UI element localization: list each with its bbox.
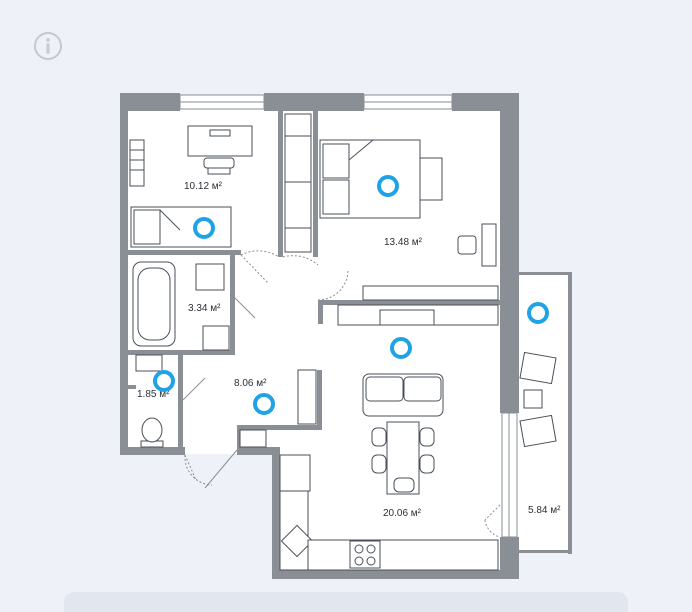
desk bbox=[187, 125, 253, 175]
room-area-bathroom: 3.34 м² bbox=[188, 303, 221, 314]
hotspot-toilet[interactable] bbox=[153, 370, 175, 392]
storage-shelf bbox=[337, 285, 499, 326]
sofa bbox=[362, 373, 444, 417]
toilet-bowl bbox=[140, 417, 164, 448]
doors bbox=[182, 250, 501, 538]
hotspot-hallway[interactable] bbox=[253, 393, 275, 415]
radiator bbox=[129, 139, 145, 187]
room-area-hallway: 8.06 м² bbox=[234, 378, 267, 389]
balcony-furniture bbox=[519, 351, 557, 448]
hotspot-bedroom-small[interactable] bbox=[193, 217, 215, 239]
double-bed bbox=[319, 139, 421, 219]
info-icon bbox=[34, 32, 62, 60]
dining-table bbox=[371, 421, 435, 495]
toilet-sink bbox=[135, 354, 163, 372]
info-button[interactable] bbox=[33, 31, 63, 61]
hotspot-living-kitchen[interactable] bbox=[390, 337, 412, 359]
room-area-balcony: 5.84 м² bbox=[528, 505, 561, 516]
single-bed bbox=[130, 206, 232, 248]
hotspot-balcony[interactable] bbox=[527, 302, 549, 324]
bathroom-sink bbox=[202, 325, 230, 351]
bathtub bbox=[132, 261, 176, 347]
windows bbox=[179, 94, 518, 538]
furniture bbox=[129, 113, 557, 571]
hallway-cabinet bbox=[239, 369, 317, 448]
room-area-bedroom-master: 13.48 м² bbox=[384, 237, 423, 248]
kitchen bbox=[279, 454, 499, 571]
bottom-panel bbox=[64, 592, 628, 612]
room-area-toilet: 1.85 м² bbox=[137, 389, 170, 400]
bedside-table bbox=[419, 157, 443, 201]
wardrobe-left bbox=[284, 113, 312, 253]
walls bbox=[120, 93, 572, 579]
washing-machine bbox=[195, 263, 225, 291]
room-area-bedroom-small: 10.12 м² bbox=[184, 181, 223, 192]
hotspot-bedroom-master[interactable] bbox=[377, 175, 399, 197]
nightstand bbox=[457, 235, 477, 255]
room-area-living-kitchen: 20.06 м² bbox=[383, 508, 422, 519]
tv-stand bbox=[481, 223, 497, 267]
